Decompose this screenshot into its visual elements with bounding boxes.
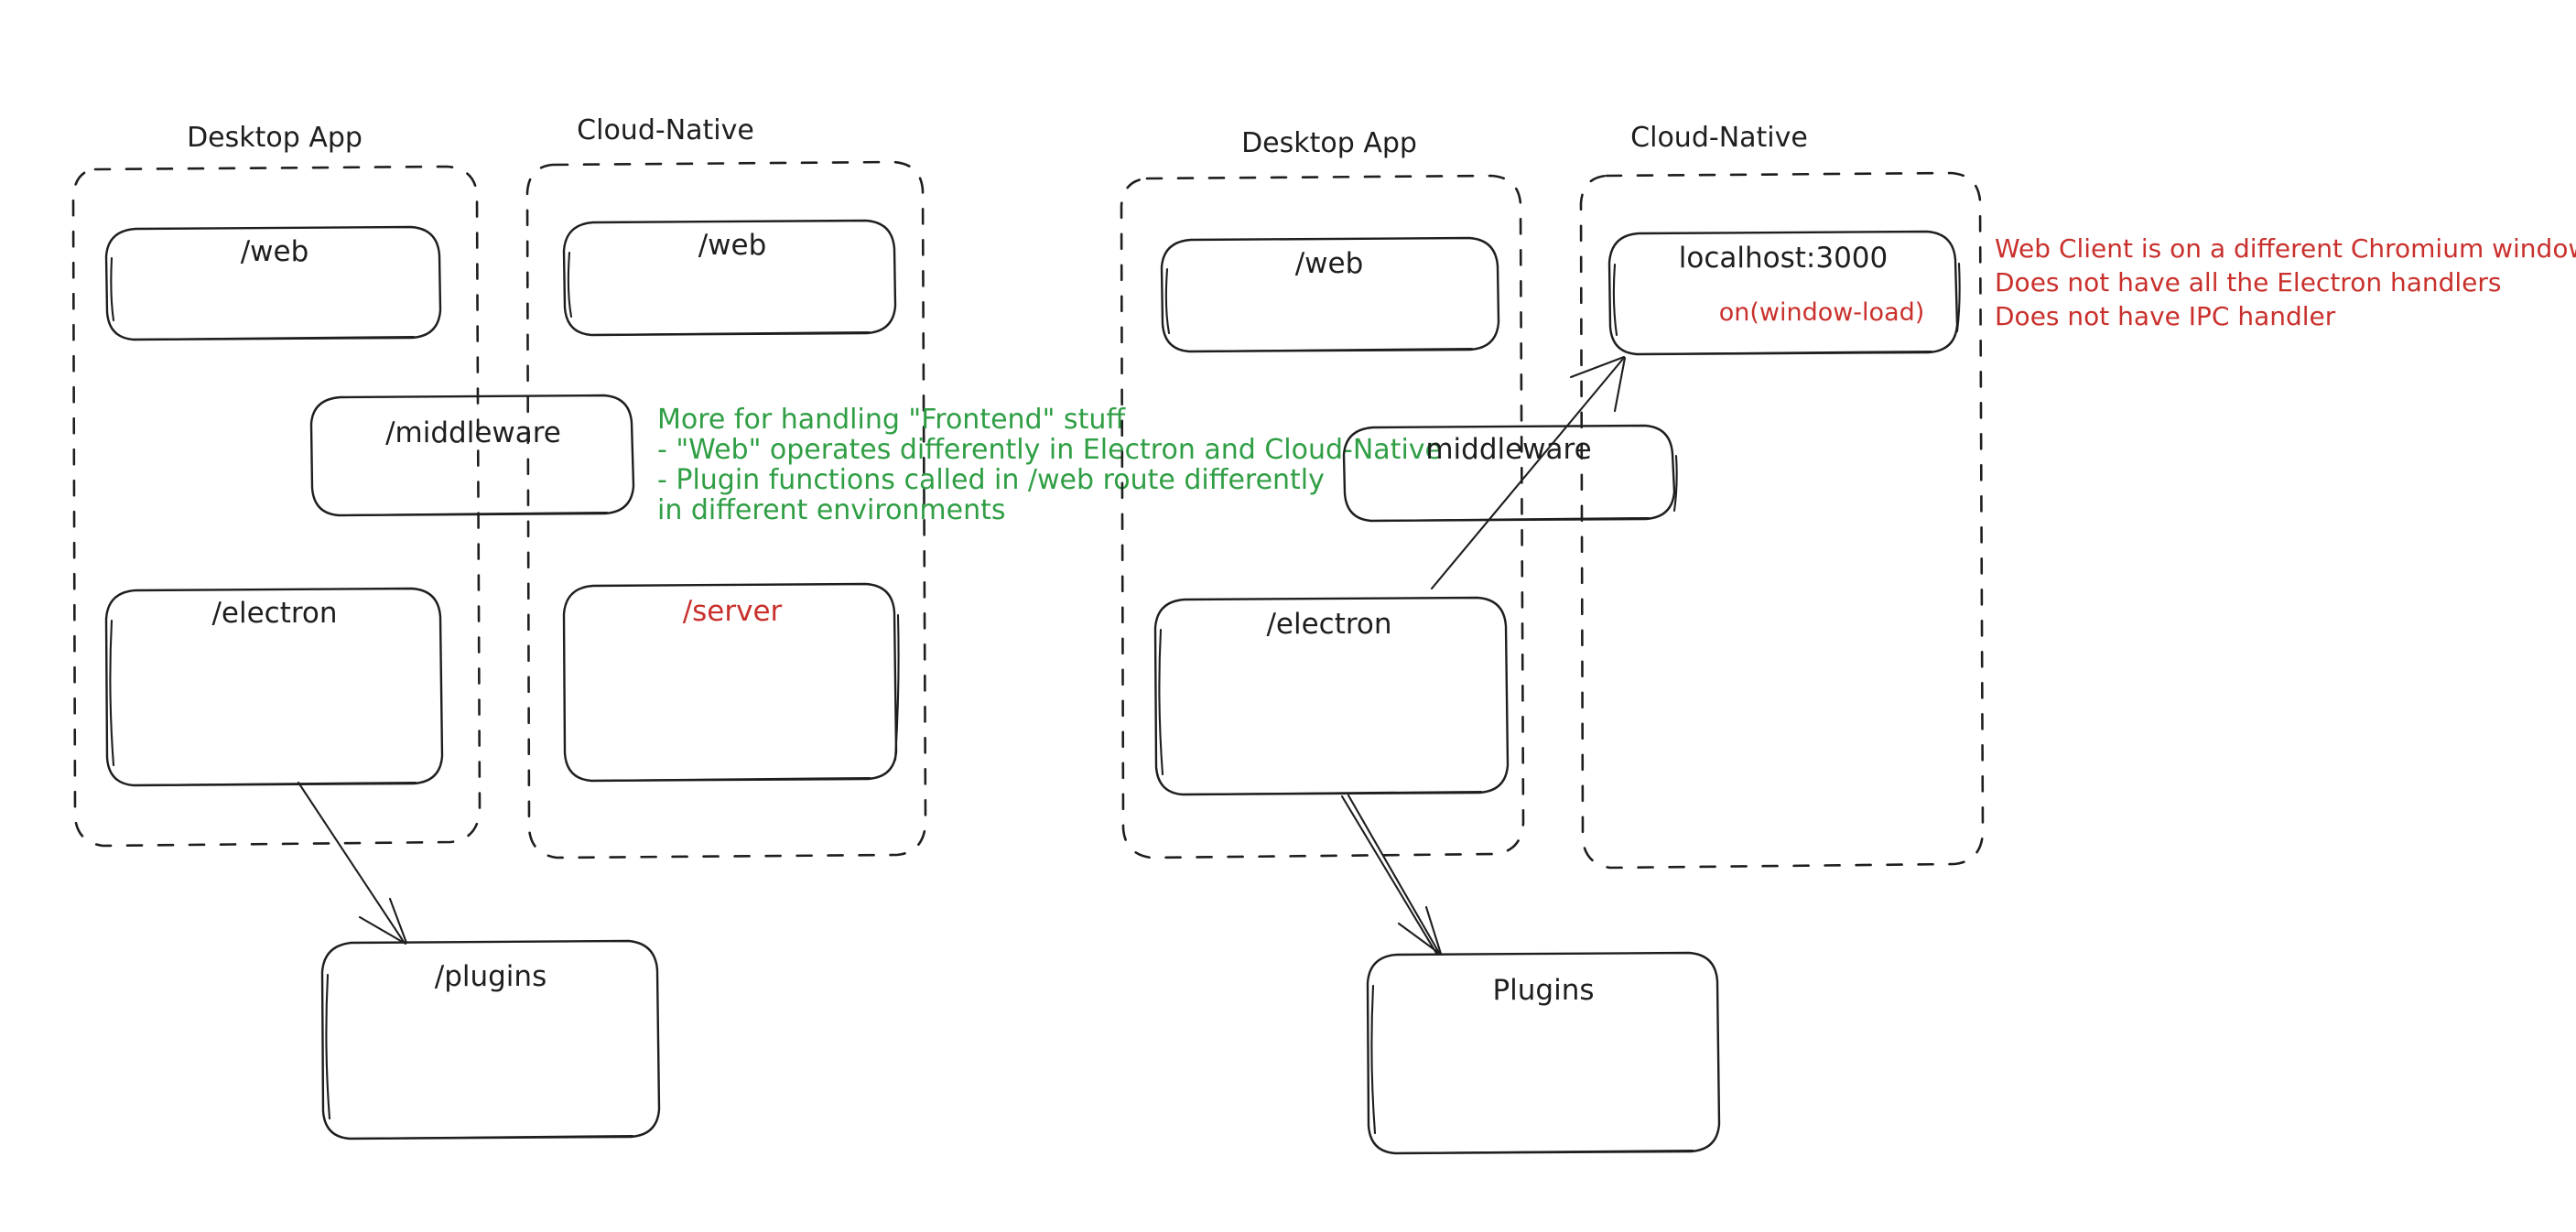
node-label-right-localhost: localhost:3000 — [1679, 242, 1889, 275]
green-note-line-4: in different environments — [657, 494, 1006, 526]
red-note-line-2: Does not have all the Electron handlers — [1995, 267, 2502, 297]
group-title-left-desktop-app: Desktop App — [187, 122, 363, 154]
group-title-left-cloud-native: Cloud-Native — [577, 114, 754, 146]
arrow-left-electron-to-plugins — [297, 781, 408, 946]
node-right-electron[interactable]: /electron — [1153, 596, 1510, 796]
group-box-left-cloud-native — [525, 160, 927, 859]
node-label-left-server: /server — [683, 595, 783, 628]
node-left-cloud-web[interactable]: /web — [562, 219, 897, 337]
group-box-right-cloud-native — [1579, 171, 1985, 870]
node-label-right-plugins: Plugins — [1492, 974, 1594, 1007]
node-right-localhost[interactable]: localhost:3000 on(window-load) — [1607, 230, 1961, 356]
annotation-green-note: More for handling "Frontend" stuff - "We… — [657, 404, 1442, 526]
green-note-line-2: - "Web" operates differently in Electron… — [657, 434, 1442, 466]
arrow-right-electron-to-localhost — [1430, 355, 1627, 590]
annotation-red-note: Web Client is on a different Chromium wi… — [1995, 233, 2576, 331]
green-note-line-1: More for handling "Frontend" stuff — [657, 404, 1126, 436]
group-title-right-cloud-native: Cloud-Native — [1630, 122, 1808, 154]
group-title-right-desktop-app: Desktop App — [1241, 127, 1417, 159]
node-label-right-electron: /electron — [1266, 608, 1391, 641]
node-label-left-electron: /electron — [211, 597, 337, 630]
node-left-middleware[interactable]: /middleware — [309, 394, 635, 517]
red-note-line-3: Does not have IPC handler — [1995, 301, 2336, 331]
node-right-desktop-web[interactable]: /web — [1160, 236, 1500, 353]
node-sublabel-right-localhost: on(window-load) — [1719, 298, 1925, 327]
node-label-left-middleware: /middleware — [385, 416, 561, 449]
node-right-middleware[interactable]: middleware — [1342, 424, 1678, 523]
group-box-right-desktop-app — [1120, 174, 1525, 859]
node-left-electron[interactable]: /electron — [104, 587, 444, 787]
right-diagram: Desktop App Cloud-Native /web localhost:… — [1120, 122, 2576, 1155]
node-label-right-middleware: middleware — [1425, 433, 1591, 466]
node-right-plugins[interactable]: Plugins — [1366, 951, 1721, 1155]
node-left-plugins[interactable]: /plugins — [320, 939, 661, 1140]
group-box-left-desktop-app — [71, 165, 482, 848]
node-left-desktop-web[interactable]: /web — [104, 225, 442, 341]
node-label-left-desktop-web: /web — [241, 235, 309, 268]
node-label-left-plugins: /plugins — [435, 960, 547, 993]
arrow-right-electron-to-plugins — [1340, 794, 1443, 956]
node-left-server[interactable]: /server — [562, 582, 900, 783]
node-label-left-cloud-web: /web — [698, 229, 767, 262]
node-label-right-desktop-web: /web — [1295, 247, 1364, 280]
red-note-line-1: Web Client is on a different Chromium wi… — [1995, 233, 2576, 264]
left-diagram: Desktop App Cloud-Native /web /web /midd… — [71, 114, 1442, 1140]
green-note-line-3: - Plugin functions called in /web route … — [657, 464, 1325, 496]
